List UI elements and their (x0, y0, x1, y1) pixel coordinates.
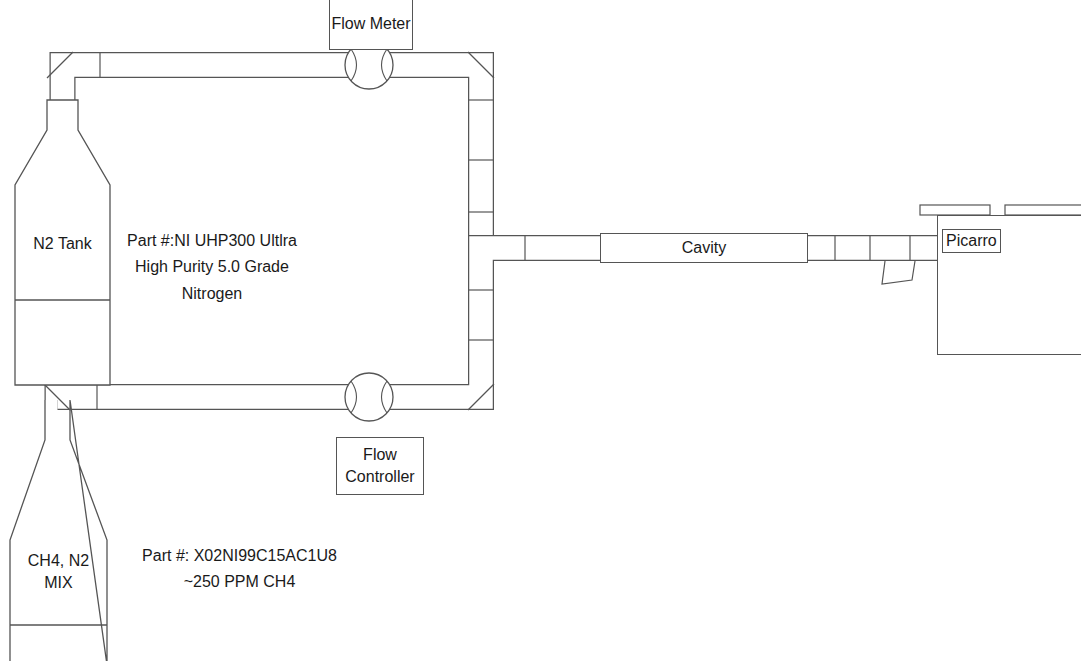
pipe-joint (909, 235, 910, 261)
instrument-label: Flow Meter (329, 0, 413, 50)
pipe-joint (524, 235, 525, 261)
pipe-joint (468, 211, 494, 212)
pipe-joint (99, 52, 100, 78)
cylinder-outline (10, 400, 107, 661)
node-text: Cavity (682, 237, 726, 259)
pipe-bore (63, 65, 601, 248)
pipe-bore (808, 236, 937, 260)
flow-controller-symbol (345, 373, 393, 421)
gas-cylinder: N2 Tank (15, 100, 110, 385)
pipe-wall (808, 235, 937, 261)
pipe-joint (869, 235, 870, 261)
picarro-port (1005, 205, 1081, 215)
node-text: Picarro (942, 229, 1001, 253)
analyzer-box: Picarro (937, 215, 1081, 355)
node-text: CH4, N2 MIX (23, 550, 95, 593)
gas-pipe (63, 65, 601, 248)
elbow-joint (468, 384, 494, 410)
elbow-joint (47, 52, 73, 78)
part-note: Part #: X02NI99C15AC1U8 ~250 PPM CH4 (132, 543, 347, 596)
pipe-joint (468, 289, 494, 290)
pipe-valve-stub (882, 261, 915, 284)
pipe-wall (63, 65, 601, 248)
part-note: Part #:NI UHP300 Ultlra High Purity 5.0 … (122, 228, 302, 307)
pipe-joint (834, 235, 835, 261)
picarro-port (920, 205, 990, 215)
gas-pipe (808, 248, 937, 249)
instrument-label: Flow Controller (336, 437, 424, 495)
elbow-joint (44, 384, 70, 410)
pipe-joint (468, 99, 494, 100)
pipe-joint (96, 384, 97, 410)
pipe-joint (468, 159, 494, 160)
gas-cylinder: CH4, N2 MIX (10, 400, 107, 661)
node-text: N2 Tank (15, 233, 110, 255)
pipe-joints (44, 52, 910, 410)
cavity-box: Cavity (600, 233, 808, 263)
elbow-joint (468, 52, 494, 78)
node-text: Flow Meter (331, 13, 410, 35)
node-text: Flow Controller (337, 444, 423, 487)
pipe-joint (468, 339, 494, 340)
